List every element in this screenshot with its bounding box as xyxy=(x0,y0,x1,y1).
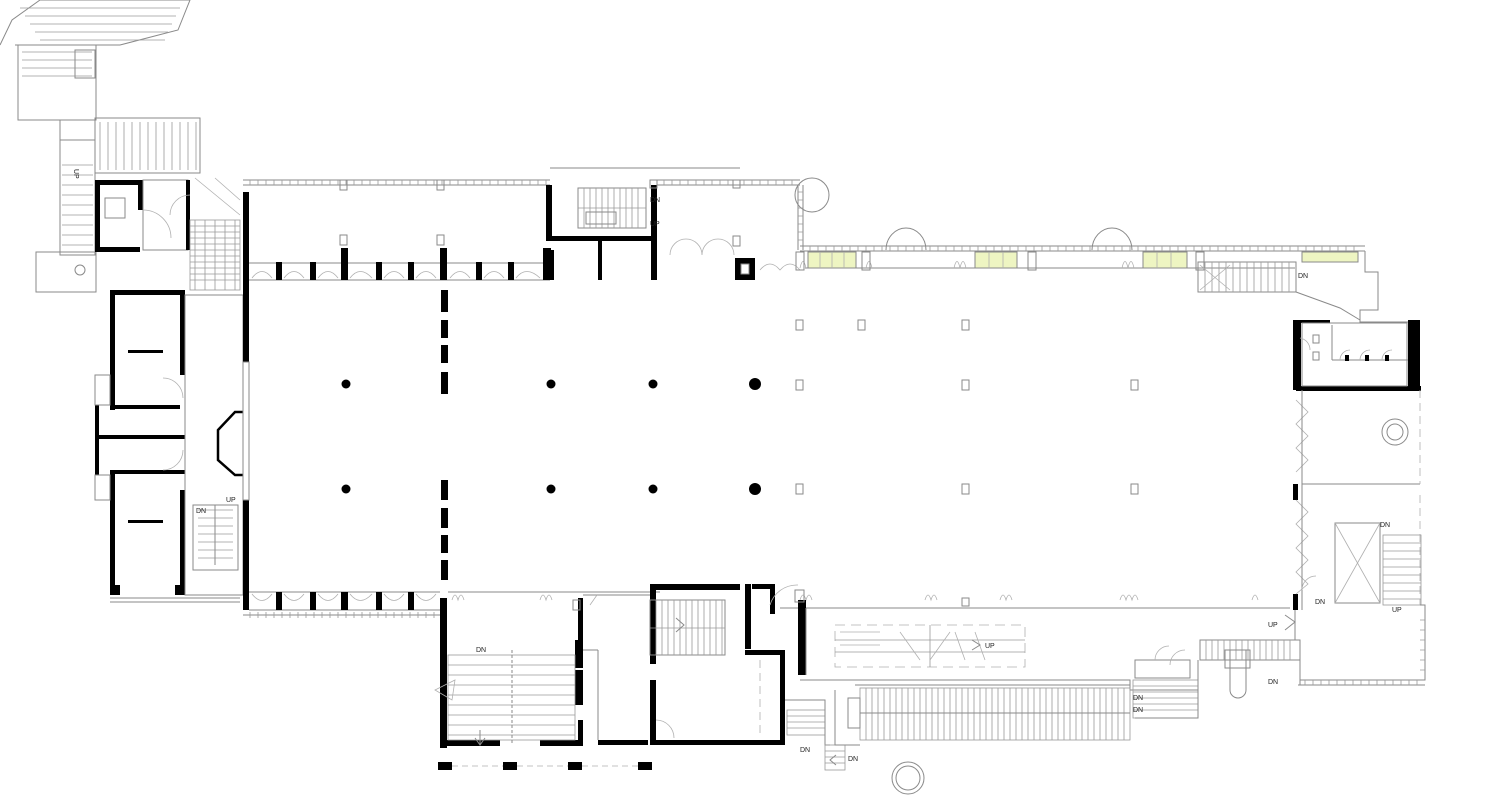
round-column-icon xyxy=(546,379,556,389)
round-column-icon xyxy=(341,484,351,494)
label-dn-bottom-1: DN xyxy=(800,747,810,754)
label-dn-east: DN xyxy=(1380,522,1390,529)
east-hall: DN DN UP DN xyxy=(794,177,1426,686)
round-column-icon xyxy=(648,379,658,389)
label-dn-bottom-2: DN xyxy=(848,756,858,763)
west-block: DN UP xyxy=(94,177,244,603)
label-dn-northeast: DN xyxy=(1298,273,1308,280)
label-dn-southeast: DN xyxy=(1268,679,1278,686)
label-up-east: UP xyxy=(1392,607,1402,614)
round-column-icon xyxy=(546,484,556,494)
label-dn-east-lower: DN xyxy=(1315,599,1325,606)
round-column-icon xyxy=(341,379,351,389)
label-up-ramp: UP xyxy=(985,643,995,650)
label-dn-north: DN xyxy=(650,197,660,204)
label-dn-ramp: DN xyxy=(1133,695,1143,702)
svg-text:UP: UP xyxy=(72,169,79,179)
label-dn-south: DN xyxy=(476,647,486,654)
label-up-corridor: UP xyxy=(1268,622,1278,629)
main-hall xyxy=(242,179,1290,618)
south-cores: DN xyxy=(434,584,1301,795)
label-up-west: UP xyxy=(226,497,236,504)
round-column-icon xyxy=(648,484,658,494)
label-dn-ramp-east: DN xyxy=(1133,707,1143,714)
round-column-icon xyxy=(749,378,761,390)
label-up-north: UP xyxy=(650,221,660,228)
round-column-icon xyxy=(749,483,761,495)
north-stair-core: DN UP xyxy=(546,167,801,280)
label-dn-west: DN xyxy=(196,508,206,515)
